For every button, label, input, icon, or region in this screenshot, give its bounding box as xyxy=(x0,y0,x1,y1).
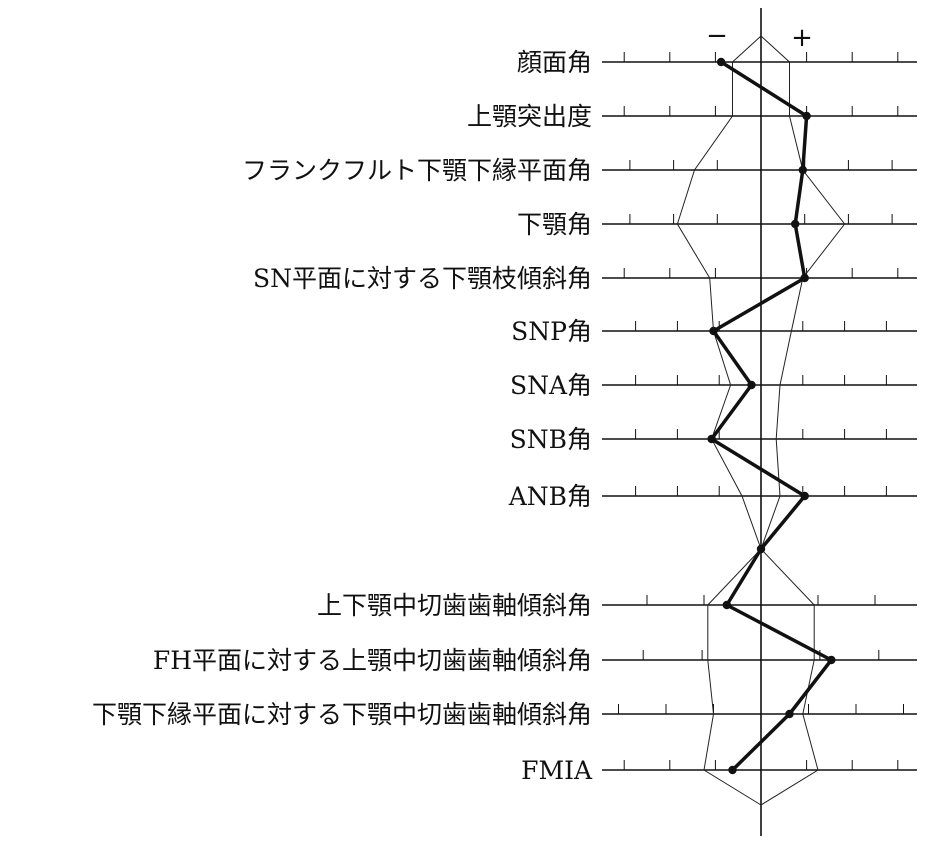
range-band-lower xyxy=(676,35,762,806)
plus-symbol: + xyxy=(791,23,813,53)
row-3: 下顎角 xyxy=(517,210,917,239)
data-point xyxy=(747,380,756,390)
row-6: SNA角 xyxy=(510,371,917,400)
minus-symbol: − xyxy=(706,21,728,51)
row-10: 上下顎中切歯歯軸傾斜角 xyxy=(317,591,917,620)
row-label: ANB角 xyxy=(508,482,592,511)
data-point xyxy=(716,57,726,67)
row-5: SNP角 xyxy=(511,317,917,346)
row-11: FH平面に対する上顎中切歯歯軸傾斜角 xyxy=(153,646,917,675)
row-12: 下顎下縁平面に対する下顎中切歯歯軸傾斜角 xyxy=(92,700,917,729)
row-label: 上顎突出度 xyxy=(467,102,592,131)
row-label: SNP角 xyxy=(511,317,592,346)
row-label: 下顎角 xyxy=(517,210,592,239)
data-point xyxy=(756,544,766,554)
row-label: フランクフルト下顎下縁平面角 xyxy=(242,156,592,185)
row-label: SNA角 xyxy=(510,371,592,400)
row-label: 上下顎中切歯歯軸傾斜角 xyxy=(317,591,592,620)
row-1: 上顎突出度 xyxy=(467,102,917,131)
data-point xyxy=(798,165,807,175)
data-point xyxy=(827,655,836,665)
row-label: SNB角 xyxy=(510,425,592,454)
row-label: SN平面に対する下顎枝傾斜角 xyxy=(253,264,592,293)
data-point xyxy=(722,600,731,610)
data-point xyxy=(709,326,718,336)
row-7: SNB角 xyxy=(510,425,917,454)
row-label: 顔面角 xyxy=(517,48,592,77)
data-point xyxy=(728,765,737,775)
row-label: FMIA xyxy=(521,756,593,785)
row-2: フランクフルト下顎下縁平面角 xyxy=(242,156,917,185)
row-4: SN平面に対する下顎枝傾斜角 xyxy=(253,264,917,293)
data-point xyxy=(707,434,716,444)
row-label: FH平面に対する上顎中切歯歯軸傾斜角 xyxy=(153,646,592,675)
data-point xyxy=(800,273,809,283)
profile-line xyxy=(709,60,834,772)
row-13: FMIA xyxy=(521,756,917,785)
data-point xyxy=(800,491,809,501)
data-point xyxy=(802,111,811,121)
row-label: 下顎下縁平面に対する下顎中切歯歯軸傾斜角 xyxy=(92,700,592,729)
data-point xyxy=(785,709,794,719)
row-8: ANB角 xyxy=(508,482,917,511)
data-point xyxy=(791,219,800,229)
row-0: 顔面角 xyxy=(517,48,917,77)
